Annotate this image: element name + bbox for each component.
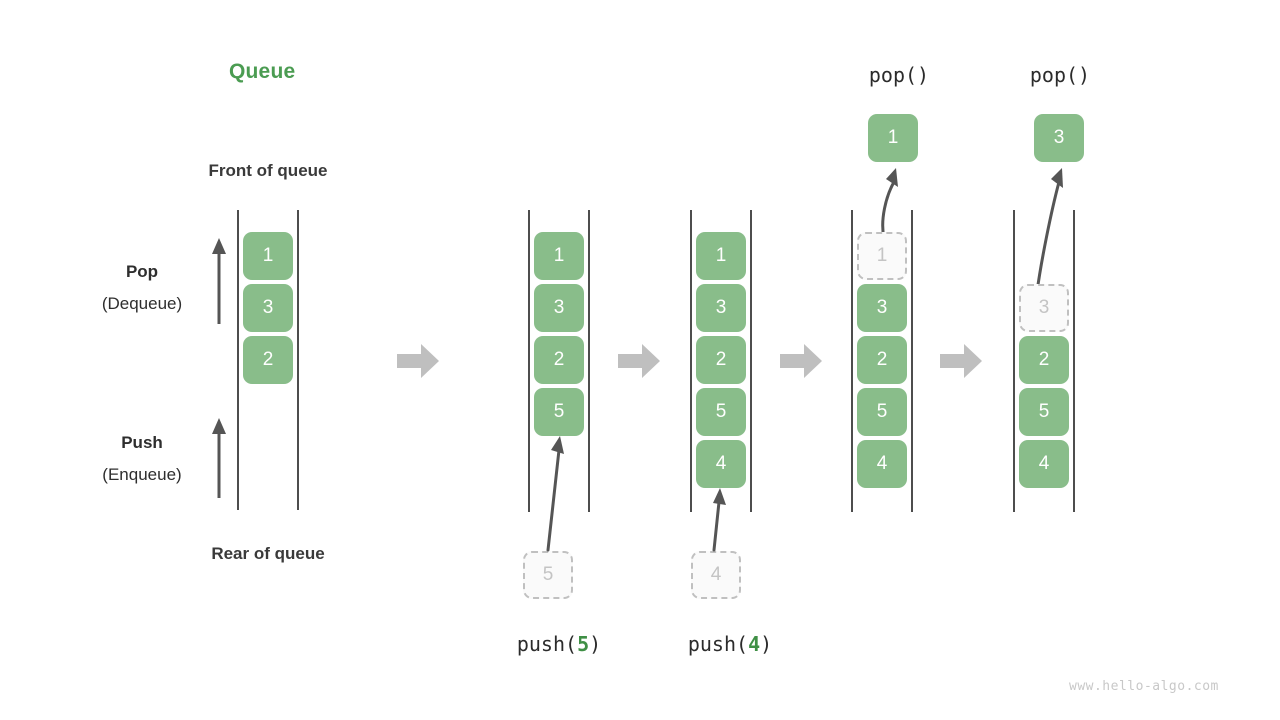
popped-element: 1 xyxy=(868,114,918,162)
queue-element: 3 xyxy=(857,284,907,332)
queue-element: 3 xyxy=(243,284,293,332)
queue-rail-left xyxy=(851,210,853,512)
stage-push-5: 1 3 2 5 xyxy=(528,210,592,512)
stage-initial: 1 3 2 xyxy=(237,210,301,510)
queue-element: 4 xyxy=(857,440,907,488)
dequeue-label: (Dequeue) xyxy=(101,294,183,313)
pop-label: Pop xyxy=(125,262,159,281)
queue-rail-right xyxy=(588,210,590,512)
queue-element: 5 xyxy=(857,388,907,436)
queue-element-removed: 1 xyxy=(857,232,907,280)
page-title: Queue xyxy=(229,60,296,83)
queue-element: 1 xyxy=(696,232,746,280)
queue-element: 2 xyxy=(857,336,907,384)
queue-element: 3 xyxy=(534,284,584,332)
front-of-queue-label: Front of queue xyxy=(208,161,328,180)
pop-extract-arrow-icon xyxy=(1023,166,1071,294)
stage-caption-push-4: push(4) xyxy=(687,632,773,656)
queue-element: 4 xyxy=(1019,440,1069,488)
queue-rail-right xyxy=(297,210,299,510)
transition-arrow-icon xyxy=(780,344,822,378)
queue-element: 2 xyxy=(1019,336,1069,384)
queue-element-new: 5 xyxy=(534,388,584,436)
queue-element: 1 xyxy=(243,232,293,280)
stage-caption-pop-3: pop() xyxy=(1029,63,1091,87)
caption-number: 4 xyxy=(748,632,761,656)
queue-element-new: 4 xyxy=(696,440,746,488)
stage-caption-pop-1: pop() xyxy=(868,63,930,87)
queue-rail-right xyxy=(911,210,913,512)
stage-pop-1: 1 3 2 5 4 xyxy=(851,210,915,512)
push-insert-arrow-icon xyxy=(535,432,575,552)
caption-prefix: push xyxy=(687,632,737,656)
push-insert-arrow-icon xyxy=(703,484,739,552)
pop-direction-arrow-icon xyxy=(206,238,232,324)
queue-element: 2 xyxy=(534,336,584,384)
queue-rail-left xyxy=(237,210,239,510)
caption-prefix: push xyxy=(516,632,566,656)
push-direction-arrow-icon xyxy=(206,418,232,498)
queue-element: 5 xyxy=(696,388,746,436)
push-label: Push xyxy=(121,433,163,452)
queue-rail-left xyxy=(528,210,530,512)
queue-element: 2 xyxy=(696,336,746,384)
incoming-element-ghost: 4 xyxy=(691,551,741,599)
caption-number: 5 xyxy=(577,632,590,656)
queue-element: 3 xyxy=(696,284,746,332)
queue-rail-left xyxy=(690,210,692,512)
incoming-element-ghost: 5 xyxy=(523,551,573,599)
queue-rail-right xyxy=(1073,210,1075,512)
popped-element: 3 xyxy=(1034,114,1084,162)
watermark: www.hello-algo.com xyxy=(1069,679,1219,694)
rear-of-queue-label: Rear of queue xyxy=(211,544,325,563)
queue-element: 2 xyxy=(243,336,293,384)
transition-arrow-icon xyxy=(618,344,660,378)
transition-arrow-icon xyxy=(397,344,439,378)
transition-arrow-icon xyxy=(940,344,982,378)
stage-caption-push-5: push(5) xyxy=(516,632,602,656)
queue-rail-left xyxy=(1013,210,1015,512)
stage-push-4: 1 3 2 5 4 xyxy=(690,210,754,512)
queue-element: 5 xyxy=(1019,388,1069,436)
stage-pop-3: 3 2 5 4 xyxy=(1013,210,1077,512)
queue-element-removed: 3 xyxy=(1019,284,1069,332)
enqueue-label: (Enqueue) xyxy=(102,465,182,484)
queue-rail-right xyxy=(750,210,752,512)
queue-element: 1 xyxy=(534,232,584,280)
